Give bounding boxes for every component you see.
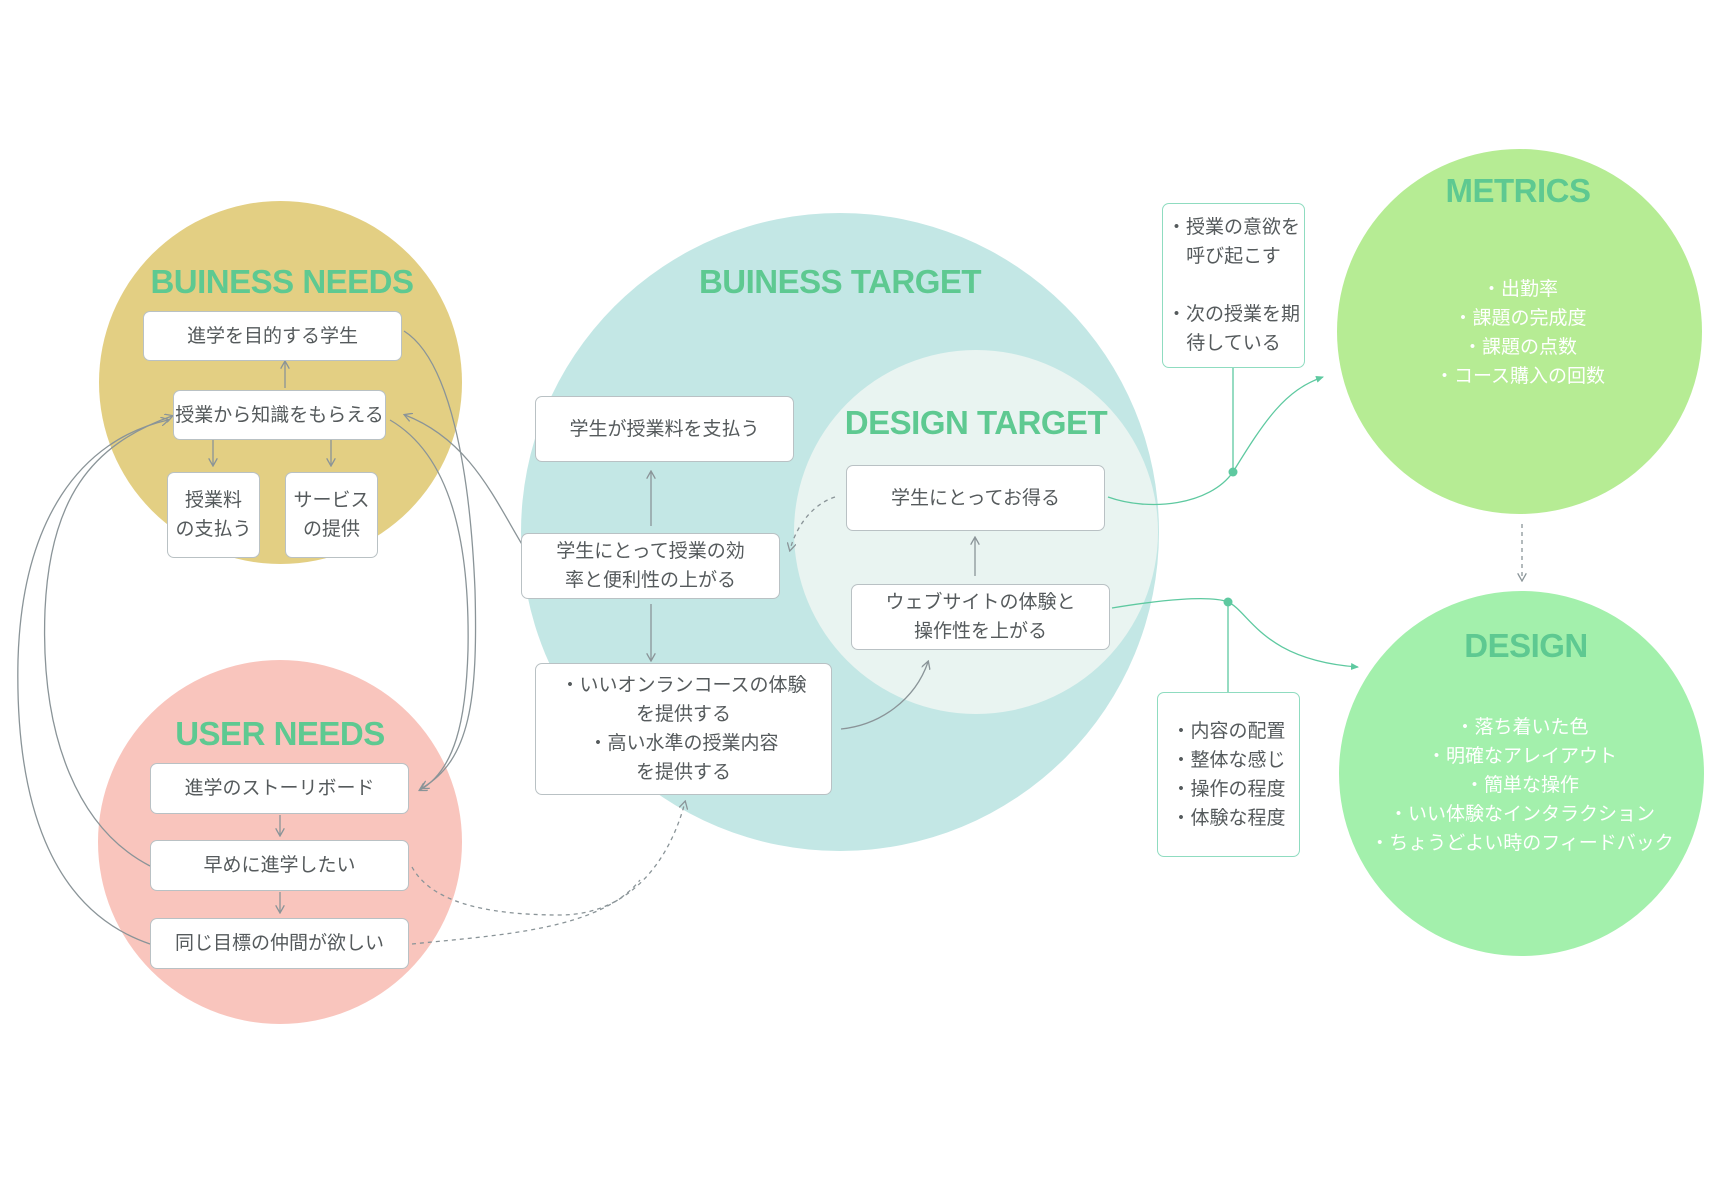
design-target-title: DESIGN TARGET [844, 404, 1108, 441]
note-upper: ・授業の意欲を 呼び起こす ・次の授業を期 待している [1162, 203, 1305, 368]
loop-peers-to-knowledge [17, 420, 168, 945]
metrics-title: METRICS [1445, 172, 1592, 209]
bn-tuition-box: 授業料 の支払う [167, 472, 260, 558]
metrics-item: ・課題の完成度 [1453, 307, 1587, 329]
un-peers-box: 同じ目標の仲間が欲しい [150, 918, 409, 969]
bn-knowledge-box: 授業から知識をもらえる [173, 390, 386, 440]
metrics-item: ・出勤率 [1481, 278, 1558, 300]
design-item: ・落ち着いた色 [1455, 716, 1589, 738]
dashed-early-to-experience [411, 802, 685, 916]
design-item: ・ちょうどよい時のフィードバック [1370, 832, 1674, 854]
user-needs-title: USER NEEDS [175, 715, 385, 752]
un-early-box: 早めに進学したい [150, 840, 409, 891]
metrics-item: ・コース購入の回数 [1434, 365, 1606, 387]
business-target-title: BUINESS TARGET [698, 263, 982, 300]
design-target-circle [794, 350, 1158, 714]
design-item: ・いい体験なインタラクション [1388, 803, 1655, 825]
bn-goal-box: 進学を目的する学生 [143, 311, 402, 361]
design-item: ・明確なアレイアウト [1426, 745, 1617, 767]
bt-pay-box: 学生が授業料を支払う [535, 396, 794, 462]
metrics-circle [1337, 149, 1702, 514]
bt-efficiency-box: 学生にとって授業の効 率と便利性の上がる [521, 533, 780, 599]
note-lower-dot [1223, 597, 1233, 607]
link-experience-to-website [840, 662, 928, 730]
design-item: ・簡単な操作 [1464, 774, 1579, 796]
bn-service-box: サービス の提供 [285, 472, 378, 558]
note-lower: ・内容の配置 ・整体な感じ ・操作の程度 ・体験な程度 [1157, 692, 1300, 857]
loop-goal-to-storyboard [403, 330, 477, 788]
bt-experience-box: ・いいオンランコースの体験 を提供する ・高い水準の授業内容 を提供する [535, 663, 832, 795]
link-efficiency-to-knowledge [405, 415, 524, 547]
note-upper-dot [1228, 467, 1238, 477]
link-benefit-to-metrics [1107, 375, 1324, 506]
design-circle [1339, 591, 1704, 956]
metrics-list: ・出勤率 ・課題の完成度 ・課題の点数 ・コース購入の回数 [1435, 275, 1605, 391]
link-website-to-design [1111, 598, 1359, 670]
dt-website-box: ウェブサイトの体験と 操作性を上がる [851, 584, 1110, 650]
metrics-item: ・課題の点数 [1462, 336, 1577, 358]
business-needs-circle [99, 201, 462, 564]
dashed-benefit-to-efficiency [790, 496, 836, 550]
dashed-peers-to-experience [411, 879, 641, 945]
design-title: DESIGN [1464, 627, 1588, 664]
business-needs-title: BUINESS NEEDS [150, 263, 414, 300]
un-storyboard-box: 進学のストーリボード [150, 763, 409, 814]
loop-knowledge-to-storyboard [389, 419, 469, 790]
loop-early-to-knowledge [43, 416, 172, 867]
dt-benefit-box: 学生にとってお得る [846, 465, 1105, 531]
design-list: ・落ち着いた色 ・明確なアレイアウト ・簡単な操作 ・いい体験なインタラクション… [1370, 713, 1674, 858]
